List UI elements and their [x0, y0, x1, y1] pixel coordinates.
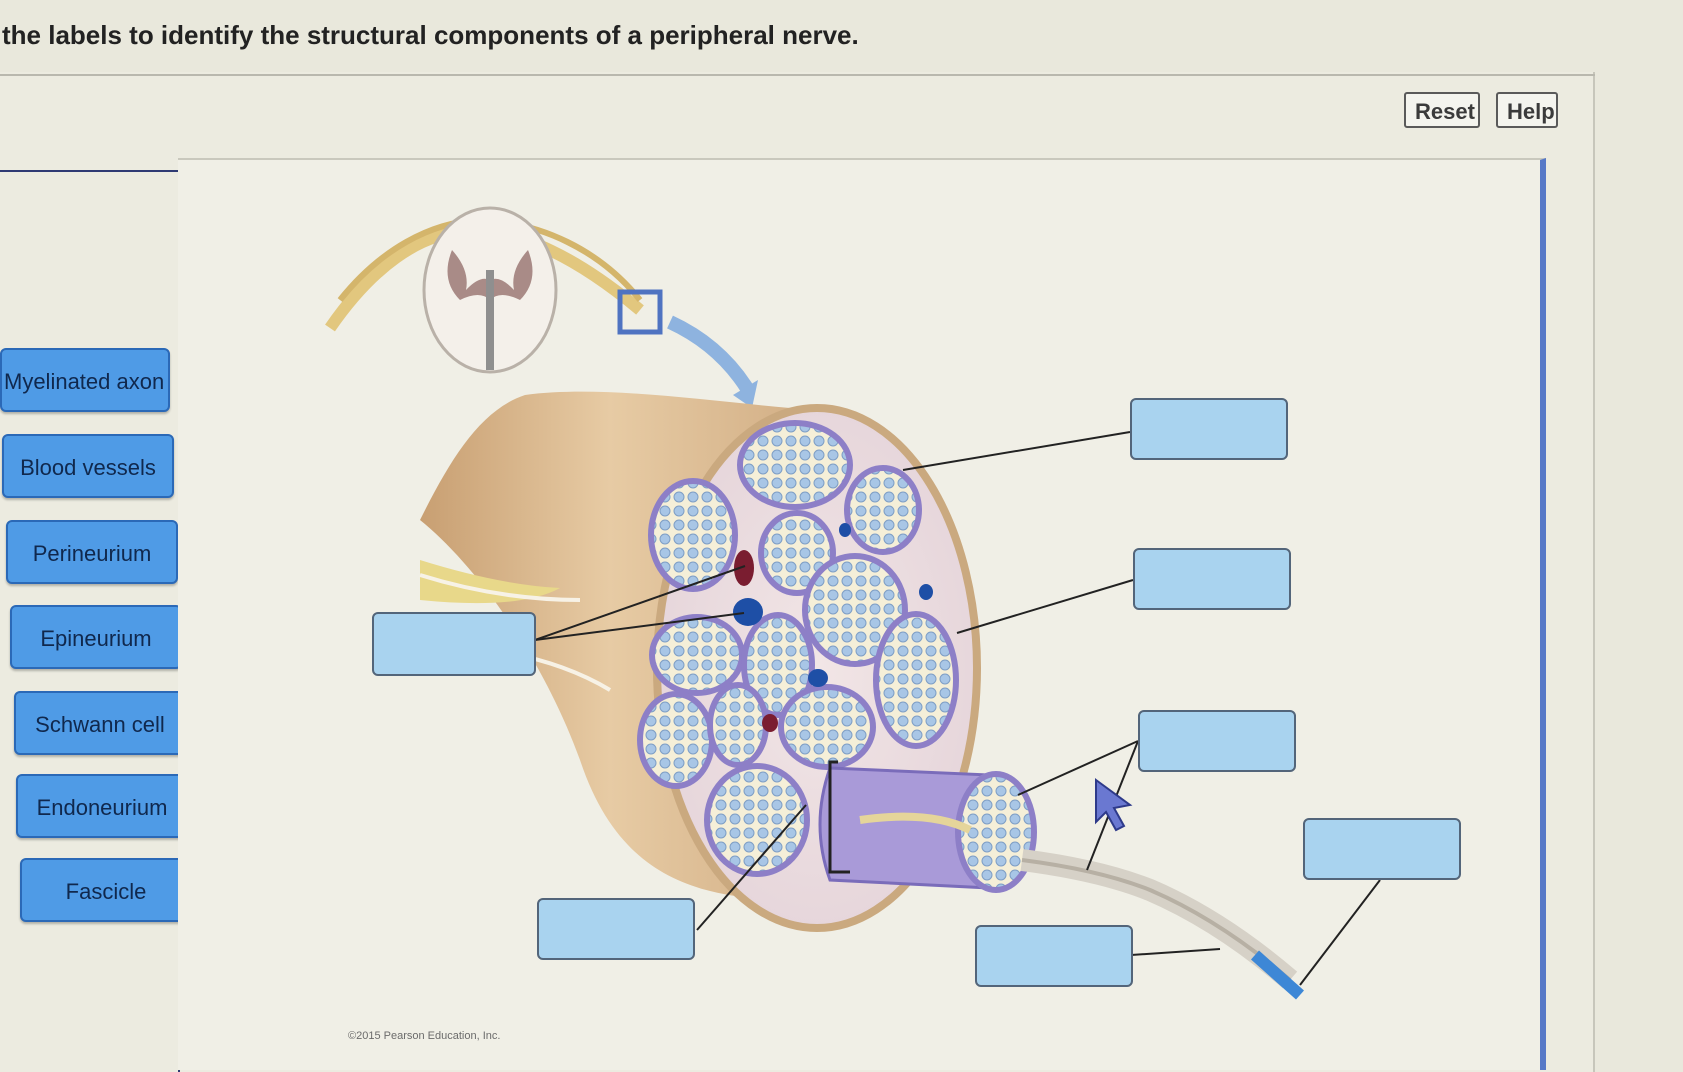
drop-target-7[interactable]: [975, 925, 1133, 987]
drop-target-6[interactable]: [537, 898, 695, 960]
label-blood-vessels[interactable]: Blood vessels: [2, 434, 174, 498]
drop-target-3[interactable]: [372, 612, 536, 676]
myelinated-axon-illustration: [1020, 849, 1304, 1000]
header-divider: [0, 74, 1595, 76]
spinal-cord-illustration: [325, 206, 758, 408]
label-perineurium[interactable]: Perineurium: [6, 520, 178, 584]
copyright-text: ©2015 Pearson Education, Inc.: [348, 1030, 501, 1042]
reset-button[interactable]: Reset: [1404, 92, 1480, 128]
instructions-text: the labels to identify the structural co…: [2, 20, 859, 50]
mouse-cursor-icon: [1095, 778, 1133, 832]
drop-target-2[interactable]: [1133, 548, 1291, 610]
drop-target-1[interactable]: [1130, 398, 1288, 460]
label-endoneurium[interactable]: Endoneurium: [16, 774, 188, 838]
label-schwann-cell[interactable]: Schwann cell: [14, 691, 186, 755]
drop-target-5[interactable]: [1303, 818, 1461, 880]
fascicle-illustration: [818, 760, 1037, 893]
nerve-cross-section: [637, 404, 981, 932]
drop-target-4[interactable]: [1138, 710, 1296, 772]
leader-lines: [534, 431, 1381, 986]
label-fascicle[interactable]: Fascicle: [20, 858, 192, 922]
label-myelinated-axon[interactable]: Myelinated axon: [0, 348, 170, 412]
help-button[interactable]: Help: [1496, 92, 1558, 128]
